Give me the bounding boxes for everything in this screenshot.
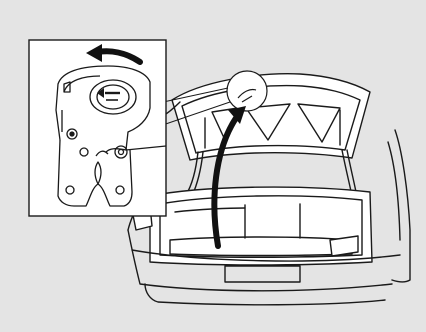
tail-light-right [330, 236, 358, 256]
bolt-upper-center [70, 132, 74, 136]
latch-inset [29, 40, 166, 216]
